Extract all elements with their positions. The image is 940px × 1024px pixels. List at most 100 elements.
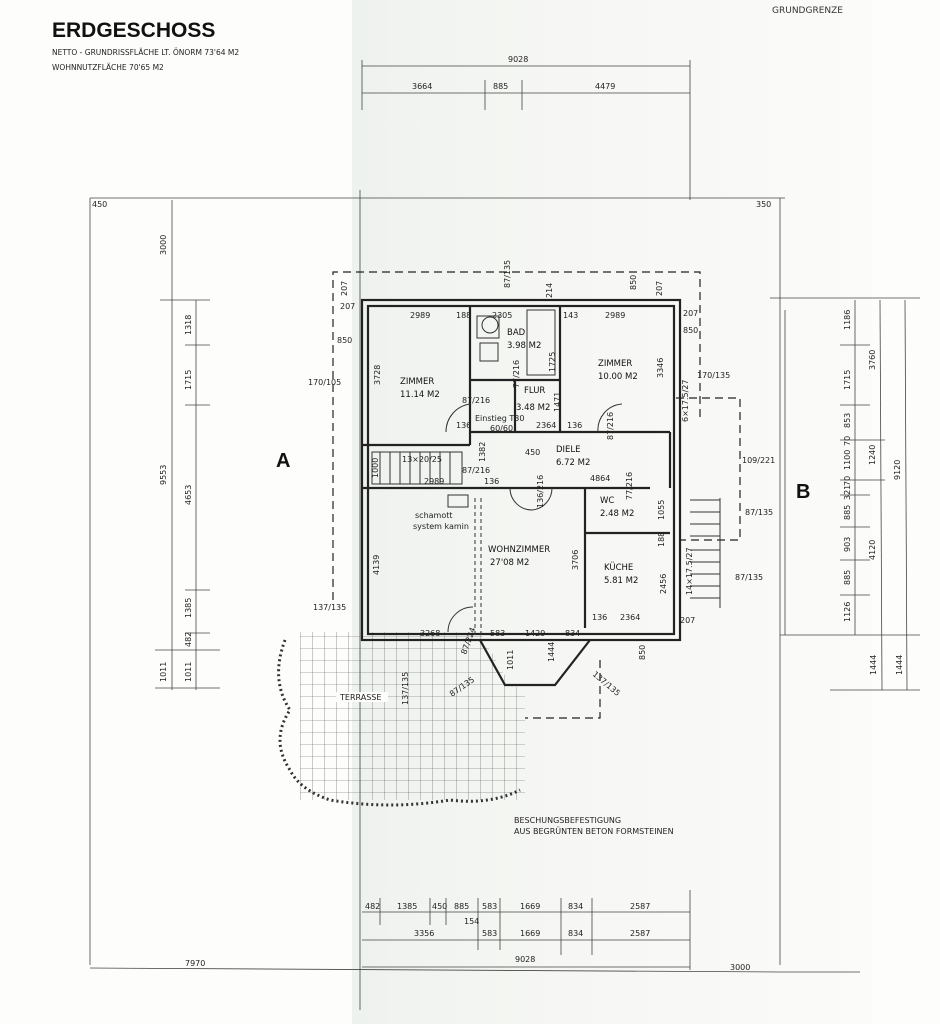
left-dim: 1011 — [159, 662, 168, 682]
left-dim: 1318 — [184, 315, 193, 335]
right-dim: 1444 — [869, 655, 878, 675]
dimension-label: 3268 — [420, 629, 440, 638]
dimension-label: 136 — [456, 421, 471, 430]
dimension-label: 136/216 — [536, 475, 545, 508]
dimension-label: 2456 — [659, 574, 668, 594]
bottom-total: 9028 — [515, 955, 535, 964]
dimension-label: 77/216 — [625, 472, 634, 500]
section-marker-a: A — [276, 450, 290, 472]
living-area: WOHNNUTZFLÄCHE 70'65 M2 — [52, 63, 164, 72]
right-dim: 1715 — [843, 370, 852, 390]
dimension-label: 1000 — [371, 458, 380, 478]
bottom-dimension-chain — [362, 898, 690, 968]
room-name: DIELE — [556, 445, 581, 455]
stair-note: 13×20/25 — [402, 455, 442, 464]
right-dim: 3760 — [868, 350, 877, 370]
dimension-label: 207 — [655, 281, 664, 296]
plan-title: ERDGESCHOSS — [52, 19, 215, 42]
eave-outline — [332, 271, 741, 719]
top-part: 4479 — [595, 82, 615, 91]
terrace — [277, 632, 525, 807]
dimension-label: 1725 — [548, 352, 557, 372]
hatch-note: Einstieg T30 — [475, 414, 524, 423]
left-dim: 482 — [184, 632, 193, 647]
dimension-label: 3346 — [656, 358, 665, 378]
dimension-label: 850 — [629, 275, 638, 290]
dimension-label: 207 — [340, 281, 349, 296]
dimension-label: 87/135 — [745, 508, 773, 517]
corner-note: GRUNDGRENZE — [772, 6, 843, 16]
right-dim: 1444 — [895, 655, 904, 675]
corner-bl: 7970 — [185, 959, 205, 968]
dimension-label: 170/105 — [308, 378, 341, 387]
right-dim: 321 — [843, 485, 852, 500]
left-dim: 1715 — [184, 370, 193, 390]
dimension-label: 143 — [563, 311, 578, 320]
dimension-label: 136 — [592, 613, 607, 622]
dimension-label: 87/135 — [735, 573, 763, 582]
left-dim: 9553 — [159, 465, 168, 485]
site-frame — [89, 60, 860, 1010]
dimension-label: 4864 — [590, 474, 610, 483]
room-area: 5.81 M2 — [604, 576, 638, 586]
chimney-note: system kamin — [413, 522, 469, 531]
dimension-label: 207 — [683, 309, 698, 318]
dimension-label: 136 — [484, 477, 499, 486]
interior-dimensions: 2989 188 2305 214 143 2989 207 207 207 2… — [308, 260, 775, 705]
bottom-dim: 3356 — [414, 929, 434, 938]
dimension-label: 188 — [456, 311, 471, 320]
right-dim: 70 — [843, 436, 852, 446]
bottom-dim: 834 — [568, 902, 583, 911]
room-kueche: KÜCHE 5.81 M2 — [604, 562, 638, 586]
dimension-label: 6×17.5/27 — [681, 380, 690, 422]
dimension-label: 170/135 — [697, 371, 730, 380]
section-marker-b: B — [796, 481, 810, 503]
room-area: 2.48 M2 — [600, 509, 634, 519]
dimension-label: 109/221 — [742, 456, 775, 465]
top-total: 9028 — [508, 55, 528, 64]
dimension-label: 2989 — [605, 311, 625, 320]
left-dim: 1011 — [184, 662, 193, 682]
room-wohnzimmer: WOHNZIMMER 27'08 M2 — [488, 545, 550, 568]
room-area: 3.48 M2 — [516, 403, 550, 413]
dimension-label: 1471 — [553, 392, 562, 412]
dimension-label: 2305 — [492, 311, 512, 320]
bottom-dim: 1385 — [397, 902, 417, 911]
corner-br: 3000 — [730, 963, 750, 972]
dimension-label: 3706 — [571, 550, 580, 570]
right-dim: 1100 — [843, 450, 852, 470]
dimension-label: 834 — [565, 629, 580, 638]
embankment-note: BESCHUNGSBEFESTIGUNG — [514, 816, 621, 825]
bottom-dim: 450 — [432, 902, 447, 911]
dimension-label: 137/135 — [401, 672, 410, 705]
top-dimension-chain — [361, 60, 690, 110]
right-dim: 885 — [843, 570, 852, 585]
top-part: 3664 — [412, 82, 432, 91]
exterior-walls — [360, 298, 682, 687]
hatch-size: 60/60 — [490, 424, 513, 433]
room-area: 10.00 M2 — [598, 372, 638, 382]
room-name: WOHNZIMMER — [488, 545, 550, 555]
dimension-label: 1055 — [657, 500, 666, 520]
dimension-label: 87/216 — [462, 396, 490, 405]
dimension-label: 87/135 — [503, 260, 512, 288]
right-dim: 1126 — [843, 602, 852, 622]
room-name: WC — [600, 496, 614, 506]
bottom-dim: 154 — [464, 917, 479, 926]
dimension-label: 207 — [340, 302, 355, 311]
dimension-label: 207 — [680, 616, 695, 625]
dimension-label: 137/135 — [591, 670, 622, 698]
right-dim: 885 — [843, 505, 852, 520]
dimension-label: 137/135 — [313, 603, 346, 612]
dimension-label: 4139 — [372, 555, 381, 575]
dimension-label: 1011 — [506, 650, 515, 670]
right-dim: 1240 — [868, 445, 877, 465]
bottom-dim: 885 — [454, 902, 469, 911]
dimension-label: 2989 — [410, 311, 430, 320]
dimension-label: 87/216 — [462, 466, 490, 475]
room-flur: FLUR 3.48 M2 — [516, 386, 550, 413]
chimney-note: schamott — [415, 511, 453, 520]
left-dim: 4653 — [184, 485, 193, 505]
interior-walls — [362, 306, 721, 638]
dimension-label: 850 — [337, 336, 352, 345]
